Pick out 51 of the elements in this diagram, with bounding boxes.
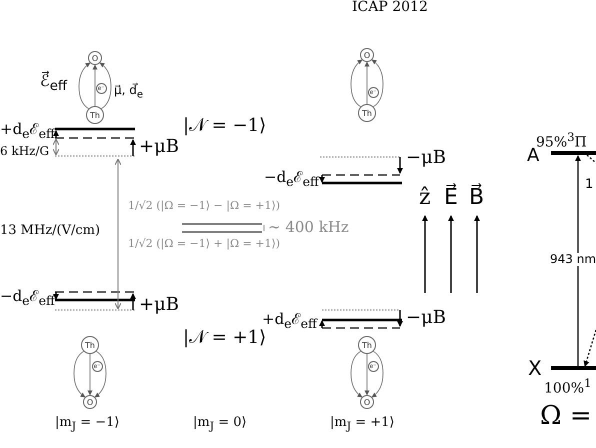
energy-level-bar — [551, 151, 596, 155]
transition-arrow — [584, 330, 596, 367]
superposition-label: 1/√2 (|Ω = −1⟩ + |Ω = +1⟩) — [128, 238, 280, 250]
state-composition-label: 100%$^{1}$ — [544, 377, 592, 398]
energy-shift-label: −d$_{e}$ℰ$_{eff}$ — [0, 288, 55, 308]
state-label: |m$_{J}$ = +1⟩ — [330, 416, 394, 432]
atom-circle: O — [360, 48, 374, 62]
stark-coefficient-label: 13 MHz/(V/cm) — [0, 224, 100, 238]
energy-shift-label: +d$_{e}$ℰ$_{eff}$ — [262, 311, 317, 331]
field-line — [74, 350, 86, 398]
zeeman-shift-label: +μB — [139, 295, 180, 315]
atom-circle: Th — [358, 336, 376, 354]
state-label: |m$_{J}$ = −1⟩ — [55, 416, 120, 432]
field-line — [372, 60, 384, 108]
edge-label: 943 nm — [550, 253, 596, 266]
state-label: Ω = — [540, 402, 592, 431]
state-label: |m$_{J}$ = 0⟩ — [193, 416, 247, 432]
transition-arrow — [575, 155, 581, 366]
energy-level-bar — [551, 366, 596, 370]
field-line — [92, 64, 98, 106]
field-line — [364, 354, 370, 396]
state-label: |𝒩 = +1⟩ — [183, 328, 266, 348]
field-line — [100, 62, 112, 110]
zeeman-shift-label: −μB — [406, 308, 446, 328]
atom-circle: O — [360, 395, 374, 409]
axis-label: ẑ — [419, 186, 431, 210]
level-label: X — [528, 357, 542, 379]
field-line — [94, 350, 106, 398]
superposition-label: 1/√2 (|Ω = −1⟩ − |Ω = +1⟩) — [128, 200, 280, 212]
atom-circle: Th — [86, 106, 104, 124]
energy-shift-label: +d$_{e}$ℰ$_{eff}$ — [0, 121, 55, 141]
splitting-label: ∼ 400 kHz — [268, 219, 349, 236]
zeeman-coefficient-label: 6 kHz/G — [0, 145, 50, 158]
field-line — [350, 350, 362, 398]
transition-label: 1 — [585, 178, 594, 192]
field-line — [372, 350, 384, 398]
atom-circle: O — [88, 51, 102, 65]
atom-circle: Th — [81, 336, 99, 354]
state-label: |𝒩 = −1⟩ — [183, 116, 266, 136]
field-line — [88, 354, 92, 396]
energy-shift-label: −d$_{e}$ℰ$_{eff}$ — [264, 169, 319, 189]
field-line — [364, 62, 370, 104]
header-text: ICAP 2012 — [352, 0, 428, 16]
vector-label: μ⃗, d⃗$_{e}$ — [114, 84, 144, 100]
field-line — [78, 62, 90, 110]
atom-circle: O — [83, 395, 97, 409]
field-line — [350, 60, 362, 108]
atom-circle: Th — [358, 104, 376, 122]
field-label: ℰ⃗$_{eff}$ — [40, 72, 68, 95]
zeeman-shift-label: +μB — [139, 137, 180, 157]
zeeman-shift-label: −μB — [406, 148, 446, 168]
